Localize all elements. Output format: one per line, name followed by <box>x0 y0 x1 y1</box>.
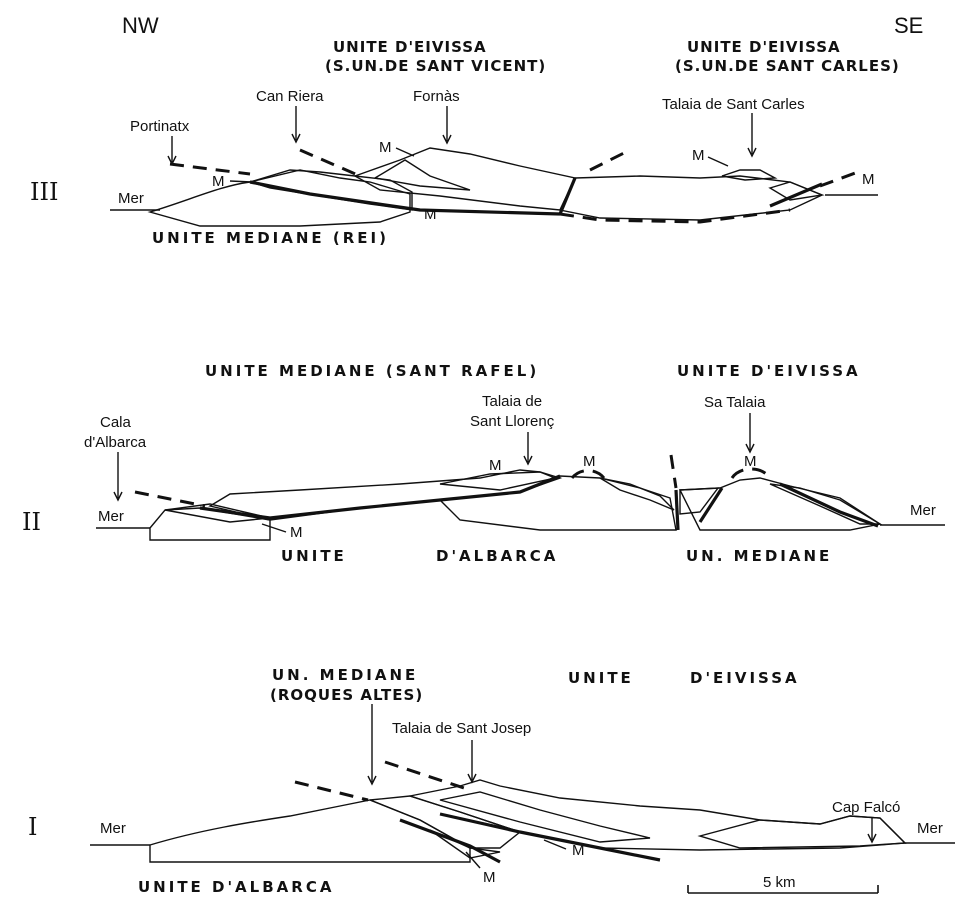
sea-left-i: Mer <box>100 820 126 837</box>
talaia-llorenc-a: Talaia de <box>482 393 542 410</box>
section-ii-albarca-core <box>440 476 676 530</box>
scale-bar-label: 5 km <box>763 874 796 891</box>
section-i-eivissa-body <box>410 780 905 850</box>
unit-eivissa-i-a: UNITE <box>568 669 634 687</box>
unit-albarca-i: UNITE D'ALBARCA <box>138 878 334 896</box>
marker-m-iii-d: M <box>692 147 705 164</box>
marker-m-i-a: M <box>572 842 585 859</box>
section-iii-numeral: III <box>30 178 58 206</box>
unit-mediane-sant-rafel: UNITE MEDIANE (SANT RAFEL) <box>205 362 539 380</box>
talaia-llorenc-b: Sant Llorenç <box>470 413 555 430</box>
fornas-label: Fornàs <box>413 88 460 105</box>
sea-left-iii: Mer <box>118 190 144 207</box>
portinatx-label: Portinatx <box>130 118 190 135</box>
sa-talaia-label: Sa Talaia <box>704 394 766 411</box>
section-iii: III UNITE D'EIVISSA (S.UN.DE SANT VICENT… <box>30 38 900 247</box>
marker-m-iii-right: M <box>862 171 875 188</box>
section-ii-numeral: II <box>22 508 41 536</box>
marker-m-ii-a: M <box>489 457 502 474</box>
section-i-albarca-basement <box>150 800 470 862</box>
unit-mediane-roques-a: UN. MEDIANE <box>272 666 418 684</box>
section-i-numeral: I <box>28 813 37 841</box>
sea-left-ii: Mer <box>98 508 124 525</box>
unit-mediane-rei: UNITE MEDIANE (REI) <box>152 229 389 247</box>
marker-m-i-b: M <box>483 869 496 886</box>
unit-eivissa-sant-vicent: UNITE D'EIVISSA <box>333 38 487 56</box>
marker-m-ii-c: M <box>744 453 757 470</box>
nw-label: NW <box>122 13 159 38</box>
marker-m-iii-a: M <box>212 173 225 190</box>
section-ii-albarca-basement <box>150 508 270 540</box>
unit-eivissa-ii: UNITE D'EIVISSA <box>677 362 861 380</box>
unit-albarca-ii-a: UNITE <box>281 547 347 565</box>
marker-m-iii-b: M <box>379 139 392 156</box>
section-iii-sant-carles-body <box>560 176 822 220</box>
se-label: SE <box>894 13 923 38</box>
unit-mediane-short-ii: UN. MEDIANE <box>686 547 832 565</box>
subunit-sant-carles: (S.UN.DE SANT CARLES) <box>675 57 900 75</box>
sea-right-i: Mer <box>917 820 943 837</box>
marker-m-ii-d: M <box>290 524 303 541</box>
section-ii-mediane-body <box>210 470 560 520</box>
section-ii: II UNITE MEDIANE (SANT RAFEL) UNITE D'EI… <box>22 362 945 565</box>
scale-bar: 5 km <box>688 874 878 893</box>
marker-m-ii-b: M <box>583 453 596 470</box>
unit-albarca-ii-b: D'ALBARCA <box>436 547 558 565</box>
unit-eivissa-i-b: D'EIVISSA <box>690 669 800 687</box>
section-iii-sant-vicent-body <box>355 148 575 210</box>
unit-mediane-roques-b: (ROQUES ALTES) <box>270 686 423 704</box>
subunit-sant-vicent: (S.UN.DE SANT VICENT) <box>325 57 546 75</box>
sea-right-ii: Mer <box>910 502 936 519</box>
talaia-sant-carles-label: Talaia de Sant Carles <box>662 96 805 113</box>
talaia-sant-josep-label: Talaia de Sant Josep <box>392 720 531 737</box>
albarca-label: d'Albarca <box>84 434 147 451</box>
section-i: I UN. MEDIANE (ROQUES ALTES) UNITE D'EIV… <box>28 666 955 896</box>
can-riera-label: Can Riera <box>256 88 324 105</box>
cap-falco-label: Cap Falcó <box>832 799 900 816</box>
marker-m-iii-c: M <box>424 206 437 223</box>
unit-eivissa-sant-carles: UNITE D'EIVISSA <box>687 38 841 56</box>
cala-label: Cala <box>100 414 132 431</box>
section-i-cap-falco-body <box>700 816 905 848</box>
